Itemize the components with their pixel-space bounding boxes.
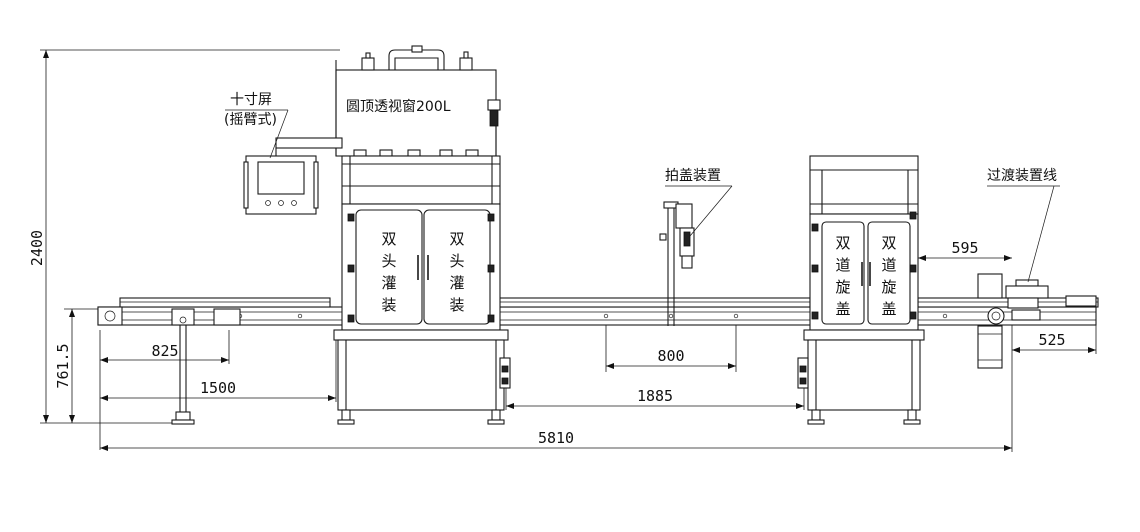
transition-label: 过渡装置线 [987,168,1057,184]
screw-right-char-1: 道 [881,256,896,274]
screw-door-right [867,221,911,325]
screw-left-char-1: 道 [835,256,850,274]
conveyor [97,297,1099,425]
filling-door-left [355,209,423,325]
filling-left-char-2: 灌 [381,274,396,292]
dim-label-800: 800 [657,347,684,365]
dim-overall-height: 2400 [28,49,340,423]
filling-right-char-2: 灌 [449,274,464,292]
dim-label-1885: 1885 [637,387,673,405]
dim-800: 800 [605,318,737,372]
screw-left-char-0: 双 [835,234,850,252]
screen-label-line1: 十寸屏 [230,92,272,108]
dim-label-525: 525 [1038,331,1065,349]
filling-left-char-0: 双 [381,230,396,248]
dim-595: 595 [918,239,1012,261]
filling-right-char-0: 双 [449,230,464,248]
dim-1885: 1885 [505,380,805,410]
filling-right-char-3: 装 [449,296,464,314]
dim-label-1500: 1500 [200,379,236,397]
filling-machine: 圆顶透视窗200L 双 头 灌 装 双 头 灌 装 [224,45,511,425]
touch-screen: 十寸屏 (摇臂式) [224,92,343,215]
filling-left-char-1: 头 [381,252,396,270]
screw-right-char-0: 双 [881,234,896,252]
screw-left-char-3: 盖 [835,300,850,318]
dim-label-5810: 5810 [538,429,574,447]
tank-200l: 圆顶透视窗200L [335,45,501,157]
transition-device: 过渡装置线 [977,168,1097,369]
dim-825: 825 [99,330,230,364]
dim-label-761-5: 761.5 [54,343,72,388]
screw-door-left [821,221,865,325]
screw-right-char-3: 盖 [881,300,896,318]
dim-label-595: 595 [951,239,978,257]
screw-capping-machine: 双 道 旋 盖 双 道 旋 盖 [797,155,925,425]
dim-5810: 5810 [100,429,1012,451]
screw-right-char-2: 旋 [881,278,896,296]
screen-label-line2: (摇臂式) [224,112,277,128]
dim-label-2400: 2400 [28,230,46,266]
dim-label-825: 825 [151,342,178,360]
dim-525: 525 [1011,300,1097,452]
capping-label: 拍盖装置 [665,168,721,184]
screw-left-char-2: 旋 [835,278,850,296]
tank-label: 圆顶透视窗200L [346,98,451,115]
dim-1500: 1500 [99,340,337,450]
filling-left-char-3: 装 [381,296,396,314]
capping-device: 拍盖装置 [659,168,733,326]
dim-conveyor-height: 761.5 [54,308,100,423]
filling-right-char-1: 头 [449,252,464,270]
